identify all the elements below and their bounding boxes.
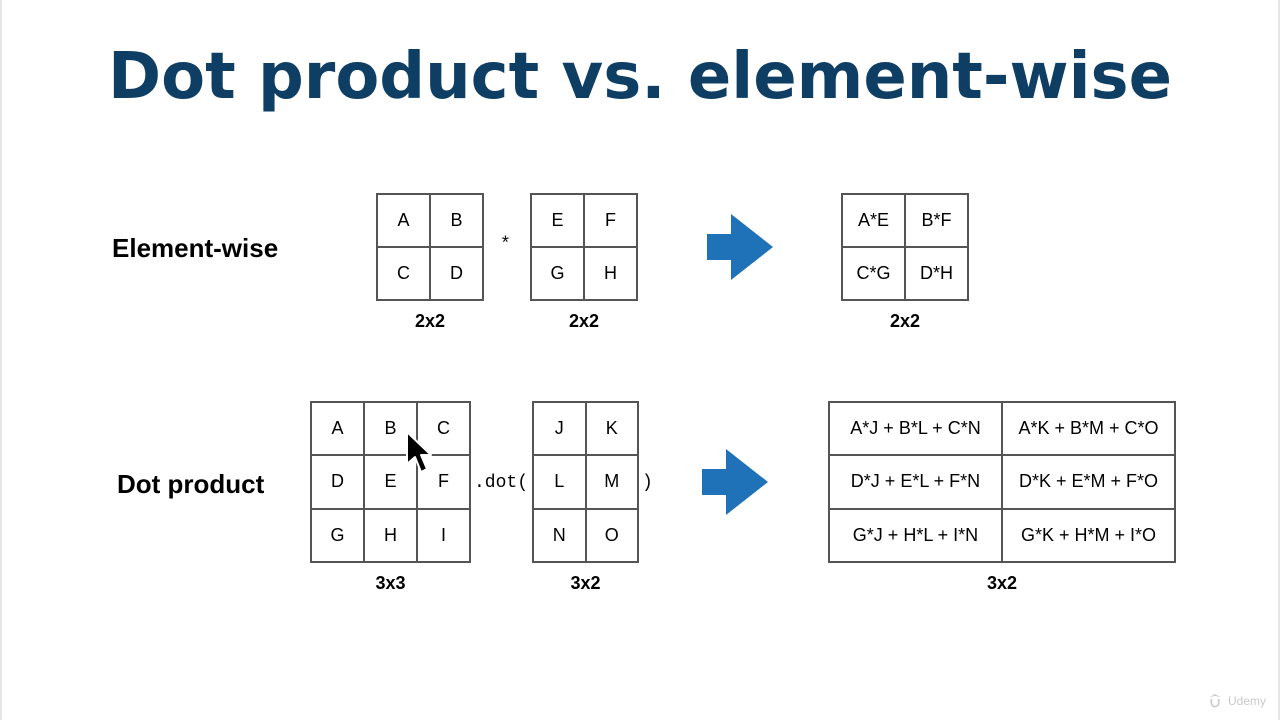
matrix-cell: A	[377, 194, 430, 247]
dot-operator-open: .dot(	[474, 473, 529, 493]
matrix-cell: N	[533, 508, 586, 562]
matrix-cell: G	[531, 247, 584, 300]
element-wise-result-dim: 2x2	[889, 311, 921, 331]
element-wise-matrix-b: E F G H	[530, 193, 638, 301]
matrix-cell: J	[533, 402, 586, 456]
dot-product-label: Dot product	[117, 469, 265, 499]
element-wise-result-matrix: A*E B*F C*G D*H	[841, 193, 969, 301]
matrix-cell: M	[585, 455, 638, 509]
element-wise-matrix-b-dim: 2x2	[568, 311, 600, 331]
dot-product-matrix-a-dim: 3x3	[375, 573, 406, 593]
matrix-cell: L	[533, 455, 586, 509]
element-wise-matrix-a: A B C D	[376, 193, 484, 301]
slide-title: Dot product vs. element-wise	[107, 40, 1173, 114]
matrix-cell: E	[531, 194, 584, 247]
matrix-cell: I	[417, 508, 470, 562]
matrix-cell: O	[585, 508, 638, 562]
matrix-cell: D*K + E*M + F*O	[1002, 455, 1175, 509]
multiply-operator: *	[500, 235, 511, 255]
matrix-cell: A*E	[842, 194, 905, 247]
matrix-cell: A	[311, 402, 364, 456]
dot-product-result-dim: 3x2	[986, 573, 1018, 593]
matrix-cell: B	[430, 194, 483, 247]
matrix-cell: H	[364, 508, 417, 562]
matrix-cell: H	[584, 247, 637, 300]
element-wise-matrix-a-dim: 2x2	[414, 311, 446, 331]
matrix-cell: C*G	[842, 247, 905, 300]
watermark: Udemy	[1207, 693, 1266, 709]
matrix-cell: B	[364, 402, 417, 456]
matrix-cell: G	[311, 508, 364, 562]
matrix-cell: D*J + E*L + F*N	[829, 455, 1002, 509]
matrix-cell: K	[585, 402, 638, 456]
right-arrow-icon	[707, 214, 773, 280]
matrix-cell: A*J + B*L + C*N	[829, 402, 1002, 456]
matrix-cell: D*H	[905, 247, 968, 300]
dot-product-result-matrix: A*J + B*L + C*N A*K + B*M + C*O D*J + E*…	[828, 401, 1176, 563]
mouse-cursor-icon	[406, 431, 432, 473]
matrix-cell: C	[417, 402, 470, 456]
matrix-cell: D	[311, 455, 364, 509]
right-arrow-icon	[702, 449, 768, 515]
matrix-cell: E	[364, 455, 417, 509]
dot-operator-close: )	[642, 473, 653, 493]
dot-product-matrix-a: A B C D E F G H I	[310, 401, 471, 563]
dot-product-matrix-b-dim: 3x2	[570, 573, 601, 593]
matrix-cell: A*K + B*M + C*O	[1002, 402, 1175, 456]
matrix-cell: G*J + H*L + I*N	[829, 508, 1002, 562]
matrix-cell: F	[417, 455, 470, 509]
watermark-text: Udemy	[1227, 694, 1266, 708]
udemy-logo-icon	[1208, 694, 1221, 708]
matrix-cell: D	[430, 247, 483, 300]
matrix-cell: F	[584, 194, 637, 247]
matrix-cell: C	[377, 247, 430, 300]
element-wise-label: Element-wise	[112, 233, 279, 263]
dot-product-matrix-b: J K L M N O	[532, 401, 639, 563]
matrix-cell: B*F	[905, 194, 968, 247]
matrix-cell: G*K + H*M + I*O	[1002, 508, 1175, 562]
